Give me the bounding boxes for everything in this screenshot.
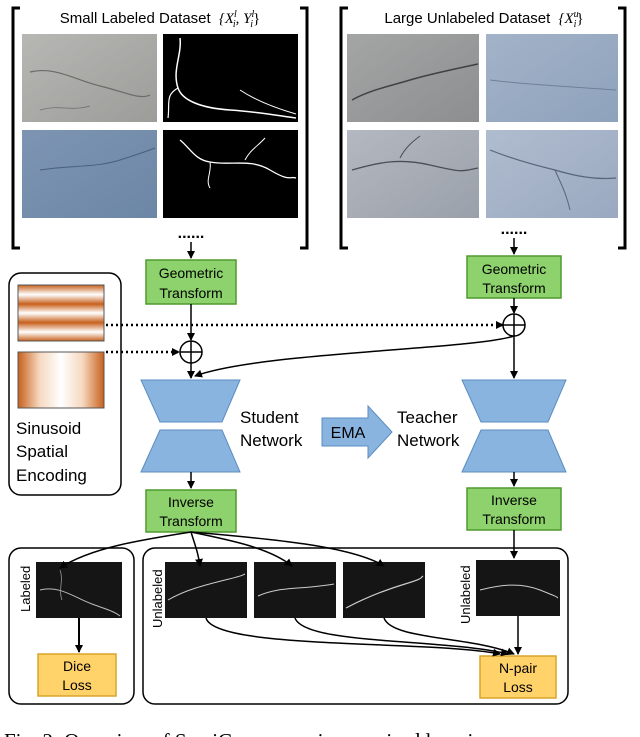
student-geometric-transform-box: Geometric Transform (145, 259, 237, 305)
svg-text:Loss: Loss (503, 679, 533, 695)
unlabeled-prediction-image-2 (254, 562, 336, 618)
npair-loss-box (479, 655, 557, 699)
svg-text:Inverse: Inverse (168, 494, 214, 510)
svg-text:Spatial: Spatial (16, 442, 68, 461)
svg-text:Dice: Dice (63, 658, 91, 674)
svg-text:Network: Network (240, 431, 303, 450)
unlabeled-ellipsis: ...... (501, 221, 528, 238)
svg-text:Transform: Transform (159, 285, 222, 301)
teacher-inverse-transform-box: Inverse Transform (466, 487, 562, 531)
labeled-pavement-image-2 (22, 130, 157, 218)
svg-text:N-pair: N-pair (499, 660, 537, 676)
teacher-geometric-transform-box: Geometric Transform (466, 255, 562, 299)
labeled-prediction-image (36, 562, 122, 618)
svg-text:Teacher: Teacher (397, 408, 458, 427)
sinusoid-encoding-panel: Sinusoid Spatial Encoding (8, 272, 122, 496)
svg-text:Transform: Transform (159, 513, 222, 529)
svg-text:Encoding: Encoding (16, 466, 87, 485)
svg-text:Transform: Transform (482, 280, 545, 296)
unlabeled-pavement-image-1 (347, 34, 479, 122)
svg-text:Geometric: Geometric (482, 261, 547, 277)
ema-arrow: EMA (321, 404, 393, 460)
svg-text:Student: Student (240, 408, 299, 427)
vertical-sinusoid-pattern (17, 351, 105, 409)
svg-text:Loss: Loss (62, 677, 92, 693)
unlabeled-pavement-image-4 (486, 130, 618, 218)
labeled-pavement-image-1 (22, 34, 157, 122)
unlabeled-pavement-image-2 (486, 34, 618, 122)
unlabeled-pavement-image-3 (347, 130, 479, 218)
labeled-crack-mask-1 (163, 34, 298, 122)
student-output-arrows (59, 531, 385, 569)
teacher-network: Teacher Network (397, 379, 567, 473)
svg-text:Transform: Transform (482, 511, 545, 527)
student-add-node (179, 340, 203, 364)
svg-text:Unlabeled: Unlabeled (458, 565, 473, 624)
svg-text:Labeled: Labeled (18, 566, 33, 612)
teacher-input-to-student-arrow (194, 335, 515, 378)
labeled-output-panel: Labeled Dice Loss (8, 547, 135, 705)
unlabeled-image-grid (347, 34, 618, 218)
unlabeled-dataset-bracket (339, 6, 627, 250)
teacher-add-node (502, 313, 526, 337)
svg-text:Sinusoid: Sinusoid (16, 419, 81, 438)
horizontal-sinusoid-pattern (17, 284, 105, 342)
svg-text:Network: Network (397, 431, 460, 450)
svg-text:Unlabeled: Unlabeled (150, 569, 165, 628)
student-inverse-transform-box: Inverse Transform (145, 489, 237, 533)
unlabeled-prediction-image-1 (165, 562, 247, 618)
labeled-ellipsis: ...... (178, 225, 205, 242)
student-network: Student Network (140, 379, 303, 473)
svg-text:EMA: EMA (331, 425, 366, 442)
dice-loss-box (37, 653, 117, 697)
unlabeled-output-panel: Unlabeled Unlabeled N-pair Loss (142, 547, 569, 705)
svg-text:Inverse: Inverse (491, 492, 537, 508)
figure-caption: Fig. 2: Overview of SemiCurv, a semi-sup… (4, 729, 495, 737)
unlabeled-prediction-image-3 (343, 562, 425, 618)
labeled-dataset-bracket (11, 6, 309, 250)
svg-text:Geometric: Geometric (159, 265, 224, 281)
labeled-image-grid (22, 34, 298, 218)
npair-input-arrows (205, 616, 522, 657)
